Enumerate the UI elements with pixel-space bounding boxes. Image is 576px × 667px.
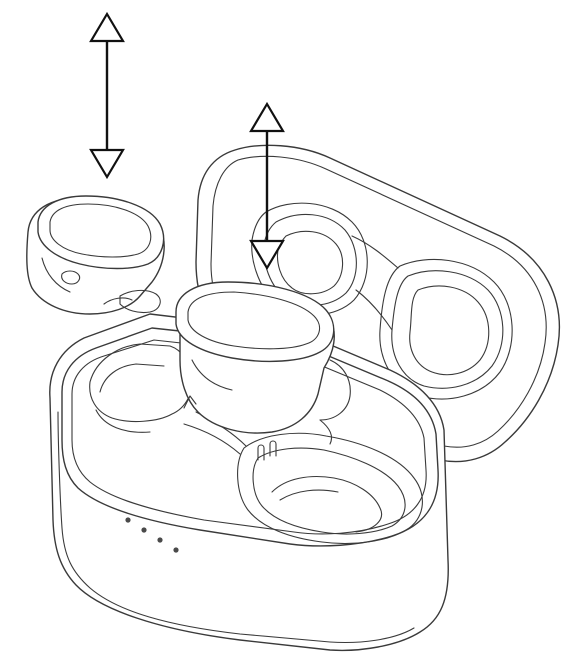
right-arrow-head-up — [249, 101, 285, 133]
indicator-leds — [125, 517, 179, 553]
left-earbud-floating — [26, 195, 165, 315]
indicator-led-1 — [125, 517, 131, 523]
case-base — [49, 313, 449, 652]
indicator-led-3 — [157, 537, 163, 543]
left-earbud-direction-arrow — [89, 11, 125, 180]
right-earbud-seated — [175, 281, 351, 445]
left-arrow-head-down — [89, 148, 125, 180]
indicator-led-2 — [141, 527, 147, 533]
right-earbud-direction-arrow — [249, 101, 285, 271]
indicator-led-4 — [173, 547, 179, 553]
right-arrow-head-down — [249, 239, 285, 271]
left-arrow-head-up — [89, 11, 125, 43]
right-charging-well — [237, 432, 423, 544]
